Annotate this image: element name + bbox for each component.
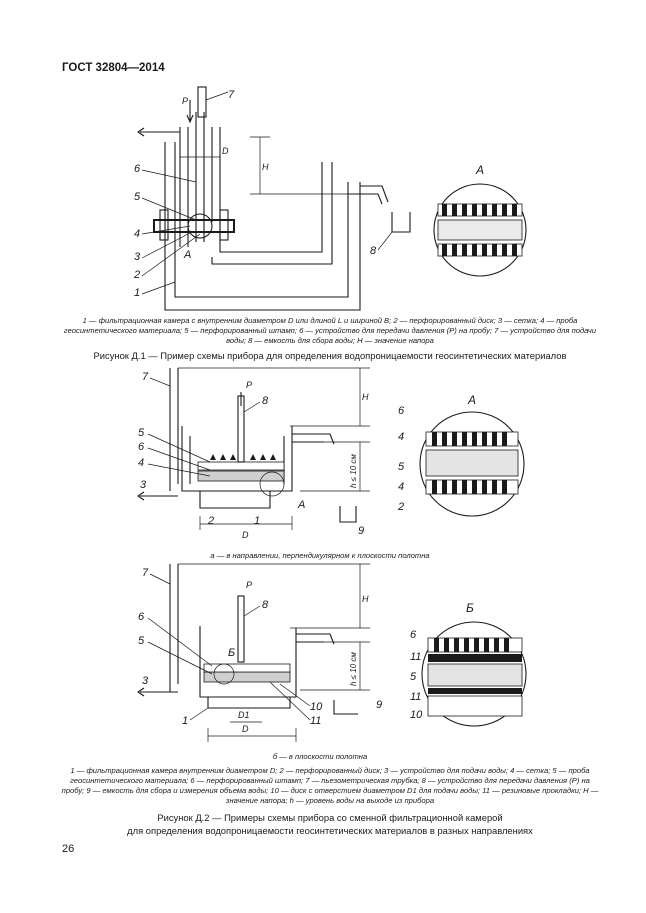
fig1-label-7: 7	[228, 89, 235, 101]
figure-d1-caption: Рисунок Д.1 — Пример схемы прибора для о…	[93, 350, 567, 361]
figure-d2-legend: 1 — фильтрационная камера внутренним диа…	[61, 766, 599, 805]
fig2b-label-7: 7	[142, 567, 149, 579]
fig1-label-p: P	[182, 96, 188, 106]
fig2b-detail-11b: 11	[410, 691, 421, 703]
fig2b-label-p: P	[246, 580, 252, 590]
figure-d2a-diagram: 7 H P 8 3 D h ≤ 10 см 9 5 6 4 2 1 A A 6	[120, 366, 600, 546]
fig1-label-2: 2	[133, 269, 140, 281]
fig2a-detail-5: 5	[398, 461, 405, 473]
fig1-label-a: A	[183, 249, 191, 261]
standard-header: ГОСТ 32804—2014	[62, 62, 165, 74]
fig2a-label-h: H	[362, 392, 369, 402]
page-number: 26	[62, 843, 75, 855]
fig2b-label-d1: D1	[238, 710, 250, 720]
fig2a-label-7: 7	[142, 371, 149, 383]
fig2a-label-d: D	[242, 530, 249, 540]
fig2a-label-6: 6	[138, 441, 145, 453]
figure-d2b-subcaption: б — в плоскости полотна	[272, 752, 368, 761]
fig2b-detail-11a: 11	[410, 651, 421, 663]
fig2a-detail-title: A	[467, 393, 476, 407]
fig1-label-d: D	[222, 146, 229, 156]
fig1-label-5: 5	[134, 191, 141, 203]
figure-d2b-diagram: 7 H P 8 3 D1 D h ≤ 10 см 9 6 5 Б 1 10 11…	[120, 562, 600, 752]
fig2b-detail-title: Б	[466, 601, 474, 615]
fig2a-label-1: 1	[254, 515, 260, 527]
fig2b-detail-5: 5	[410, 671, 417, 683]
fig1-label-8: 8	[370, 245, 377, 257]
fig1-label-1: 1	[134, 287, 140, 299]
fig2a-label-a: A	[297, 499, 305, 511]
fig2a-detail-6: 6	[398, 405, 405, 417]
fig2b-label-d: D	[242, 724, 249, 734]
fig2a-detail-2: 2	[397, 501, 404, 513]
figure-d2a-subcaption: а — в направлении, перпендикулярном к пл…	[210, 551, 430, 560]
fig2b-detail-6: 6	[410, 629, 417, 641]
fig2b-label-b: Б	[228, 647, 235, 659]
figure-d2-caption-line2: для определения водопроницаемости геосин…	[127, 825, 533, 836]
fig2a-label-hcm: h ≤ 10 см	[349, 454, 358, 488]
fig2a-label-3: 3	[140, 479, 147, 491]
fig2a-label-4: 4	[138, 457, 144, 469]
fig2b-label-3: 3	[142, 675, 149, 687]
fig2a-label-p: P	[246, 380, 252, 390]
fig1-detail-a-title: A	[475, 163, 484, 177]
figure-d1-legend: 1 — фильтрационная камера с внутренним д…	[63, 316, 597, 345]
fig2b-label-9: 9	[376, 699, 382, 711]
fig2b-label-8: 8	[262, 599, 269, 611]
fig1-label-4: 4	[134, 228, 140, 240]
fig2a-label-5: 5	[138, 427, 145, 439]
fig1-label-6: 6	[134, 163, 141, 175]
fig2a-label-2: 2	[207, 515, 214, 527]
fig2b-label-6: 6	[138, 611, 145, 623]
fig2b-label-h: H	[362, 594, 369, 604]
fig2a-label-9: 9	[358, 525, 364, 537]
fig2b-detail-10: 10	[410, 709, 423, 721]
figure-d1-diagram: P 7 D H 8 6 5 4 3 2 1 A A	[120, 82, 600, 312]
fig2b-label-1: 1	[182, 715, 188, 727]
fig2b-label-hcm: h ≤ 10 см	[349, 652, 358, 686]
fig2b-label-5: 5	[138, 635, 145, 647]
fig2b-label-11: 11	[310, 715, 321, 727]
fig2b-label-10: 10	[310, 701, 323, 713]
fig2a-label-8: 8	[262, 395, 269, 407]
fig1-label-3: 3	[134, 251, 141, 263]
fig1-label-h: H	[262, 162, 269, 172]
fig2a-detail-4b: 4	[398, 481, 404, 493]
figure-d2-caption-line1: Рисунок Д.2 — Примеры схемы прибора со с…	[157, 812, 503, 823]
fig2a-detail-4a: 4	[398, 431, 404, 443]
